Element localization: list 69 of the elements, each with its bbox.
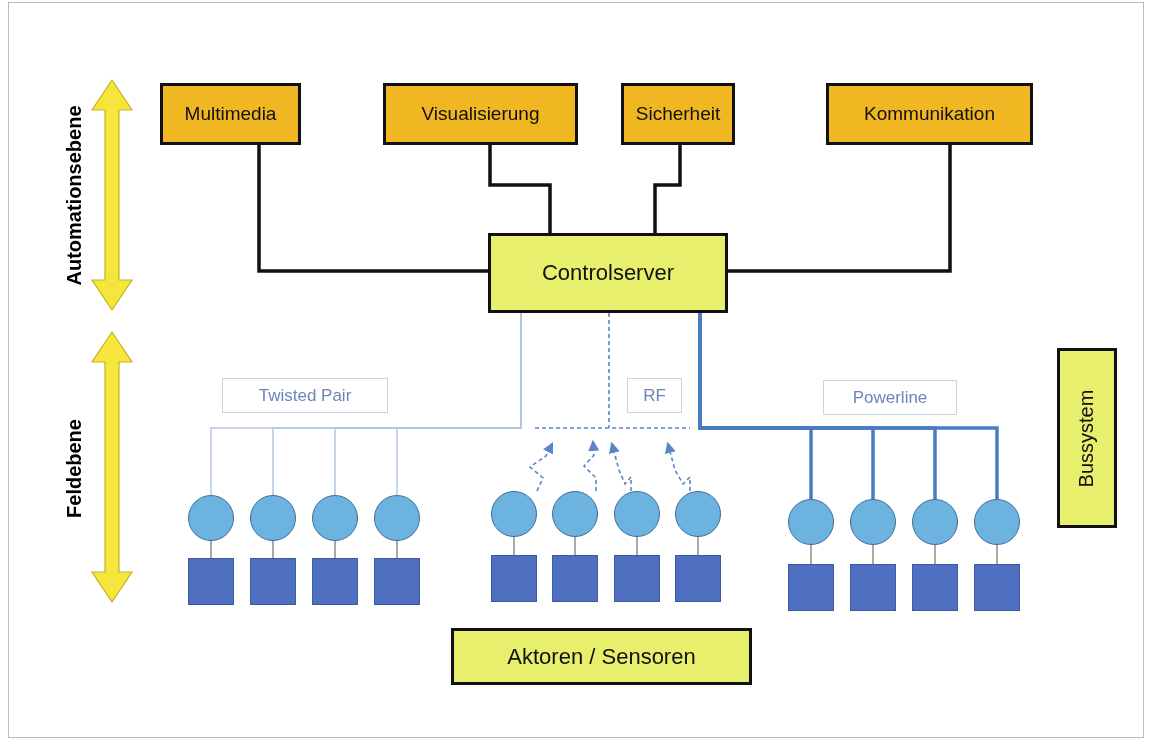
device-circle	[374, 495, 420, 541]
node-label: Visualisierung	[421, 103, 540, 125]
device-circle	[491, 491, 537, 537]
connector-line	[210, 540, 212, 559]
connector-line	[697, 536, 699, 556]
node-label: Kommunikation	[864, 103, 995, 125]
level-label: Feldebene	[62, 418, 86, 518]
device-square	[188, 558, 234, 605]
connector-line	[698, 313, 999, 499]
node-label: Multimedia	[184, 103, 277, 125]
bus-label-box	[627, 378, 682, 413]
function-box	[160, 83, 301, 145]
device-square	[912, 564, 958, 611]
radio-signal-arrow	[608, 441, 632, 492]
device-square	[491, 555, 537, 602]
radio-signal-arrow	[528, 442, 553, 492]
connector-line	[636, 536, 638, 556]
connector-line	[810, 544, 812, 565]
node-label: Bussystem	[1075, 389, 1099, 487]
device-circle	[912, 499, 958, 545]
device-square	[614, 555, 660, 602]
device-circle	[675, 491, 721, 537]
device-square	[312, 558, 358, 605]
device-square	[974, 564, 1020, 611]
node-label: Sicherheit	[635, 103, 721, 125]
device-circle	[974, 499, 1020, 545]
device-circle	[788, 499, 834, 545]
connector-line	[728, 145, 952, 273]
node-label: Powerline	[852, 387, 928, 408]
function-box	[621, 83, 735, 145]
bus-label-box	[222, 378, 388, 413]
node-label: RF	[643, 385, 666, 406]
connector-line	[257, 145, 488, 273]
connector-line	[534, 312, 691, 429]
connector-line	[574, 536, 576, 556]
radio-signal-arrow	[664, 441, 691, 492]
node-label: Twisted Pair	[258, 385, 352, 406]
level-label: Automationsebene	[62, 105, 86, 285]
device-circle	[188, 495, 234, 541]
device-square	[675, 555, 721, 602]
connector-line	[934, 544, 936, 565]
connector-line	[653, 145, 682, 233]
process-box	[451, 628, 752, 685]
device-square	[788, 564, 834, 611]
device-square	[552, 555, 598, 602]
radio-signal-arrow	[582, 439, 600, 492]
device-square	[374, 558, 420, 605]
connector-line	[996, 544, 998, 565]
connector-line	[488, 145, 552, 233]
process-box	[1057, 348, 1117, 528]
device-circle	[250, 495, 296, 541]
device-circle	[552, 491, 598, 537]
connector-line	[396, 540, 398, 559]
connector-line	[334, 540, 336, 559]
device-circle	[312, 495, 358, 541]
connector-line	[396, 312, 522, 496]
bus-label-box	[823, 380, 957, 415]
device-square	[850, 564, 896, 611]
function-box	[383, 83, 578, 145]
node-label: Aktoren / Sensoren	[507, 643, 696, 670]
connector-line	[513, 536, 515, 556]
function-box	[826, 83, 1033, 145]
device-circle	[614, 491, 660, 537]
process-box	[488, 233, 728, 313]
connector-line	[272, 540, 274, 559]
device-circle	[850, 499, 896, 545]
device-square	[250, 558, 296, 605]
connector-line	[872, 544, 874, 565]
node-label: Controlserver	[541, 260, 674, 286]
